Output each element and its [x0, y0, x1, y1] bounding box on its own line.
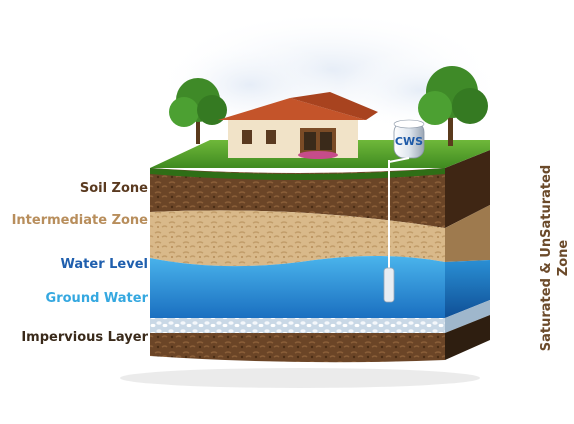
tree-left — [169, 78, 227, 144]
impervious-layer-label: Impervious Layer — [21, 330, 148, 345]
well — [383, 160, 395, 303]
tank-label: CWS — [395, 135, 423, 148]
house — [218, 92, 378, 159]
tree-right — [418, 66, 488, 146]
intermediate-zone-label: Intermediate Zone — [11, 213, 148, 228]
water-level-label: Water Level — [60, 257, 148, 272]
saturated-zone-label-line2: Zone — [556, 239, 571, 277]
saturated-zone-label: Saturated & UnSaturated Zone — [538, 158, 574, 358]
soil-zone-label: Soil Zone — [79, 181, 148, 196]
block-side-face — [445, 150, 490, 360]
saturated-zone-label-line1: Saturated & UnSaturated — [539, 164, 554, 352]
ground-water-label: Ground Water — [45, 291, 148, 306]
block-front-face — [150, 168, 445, 363]
water-tank — [388, 119, 425, 163]
